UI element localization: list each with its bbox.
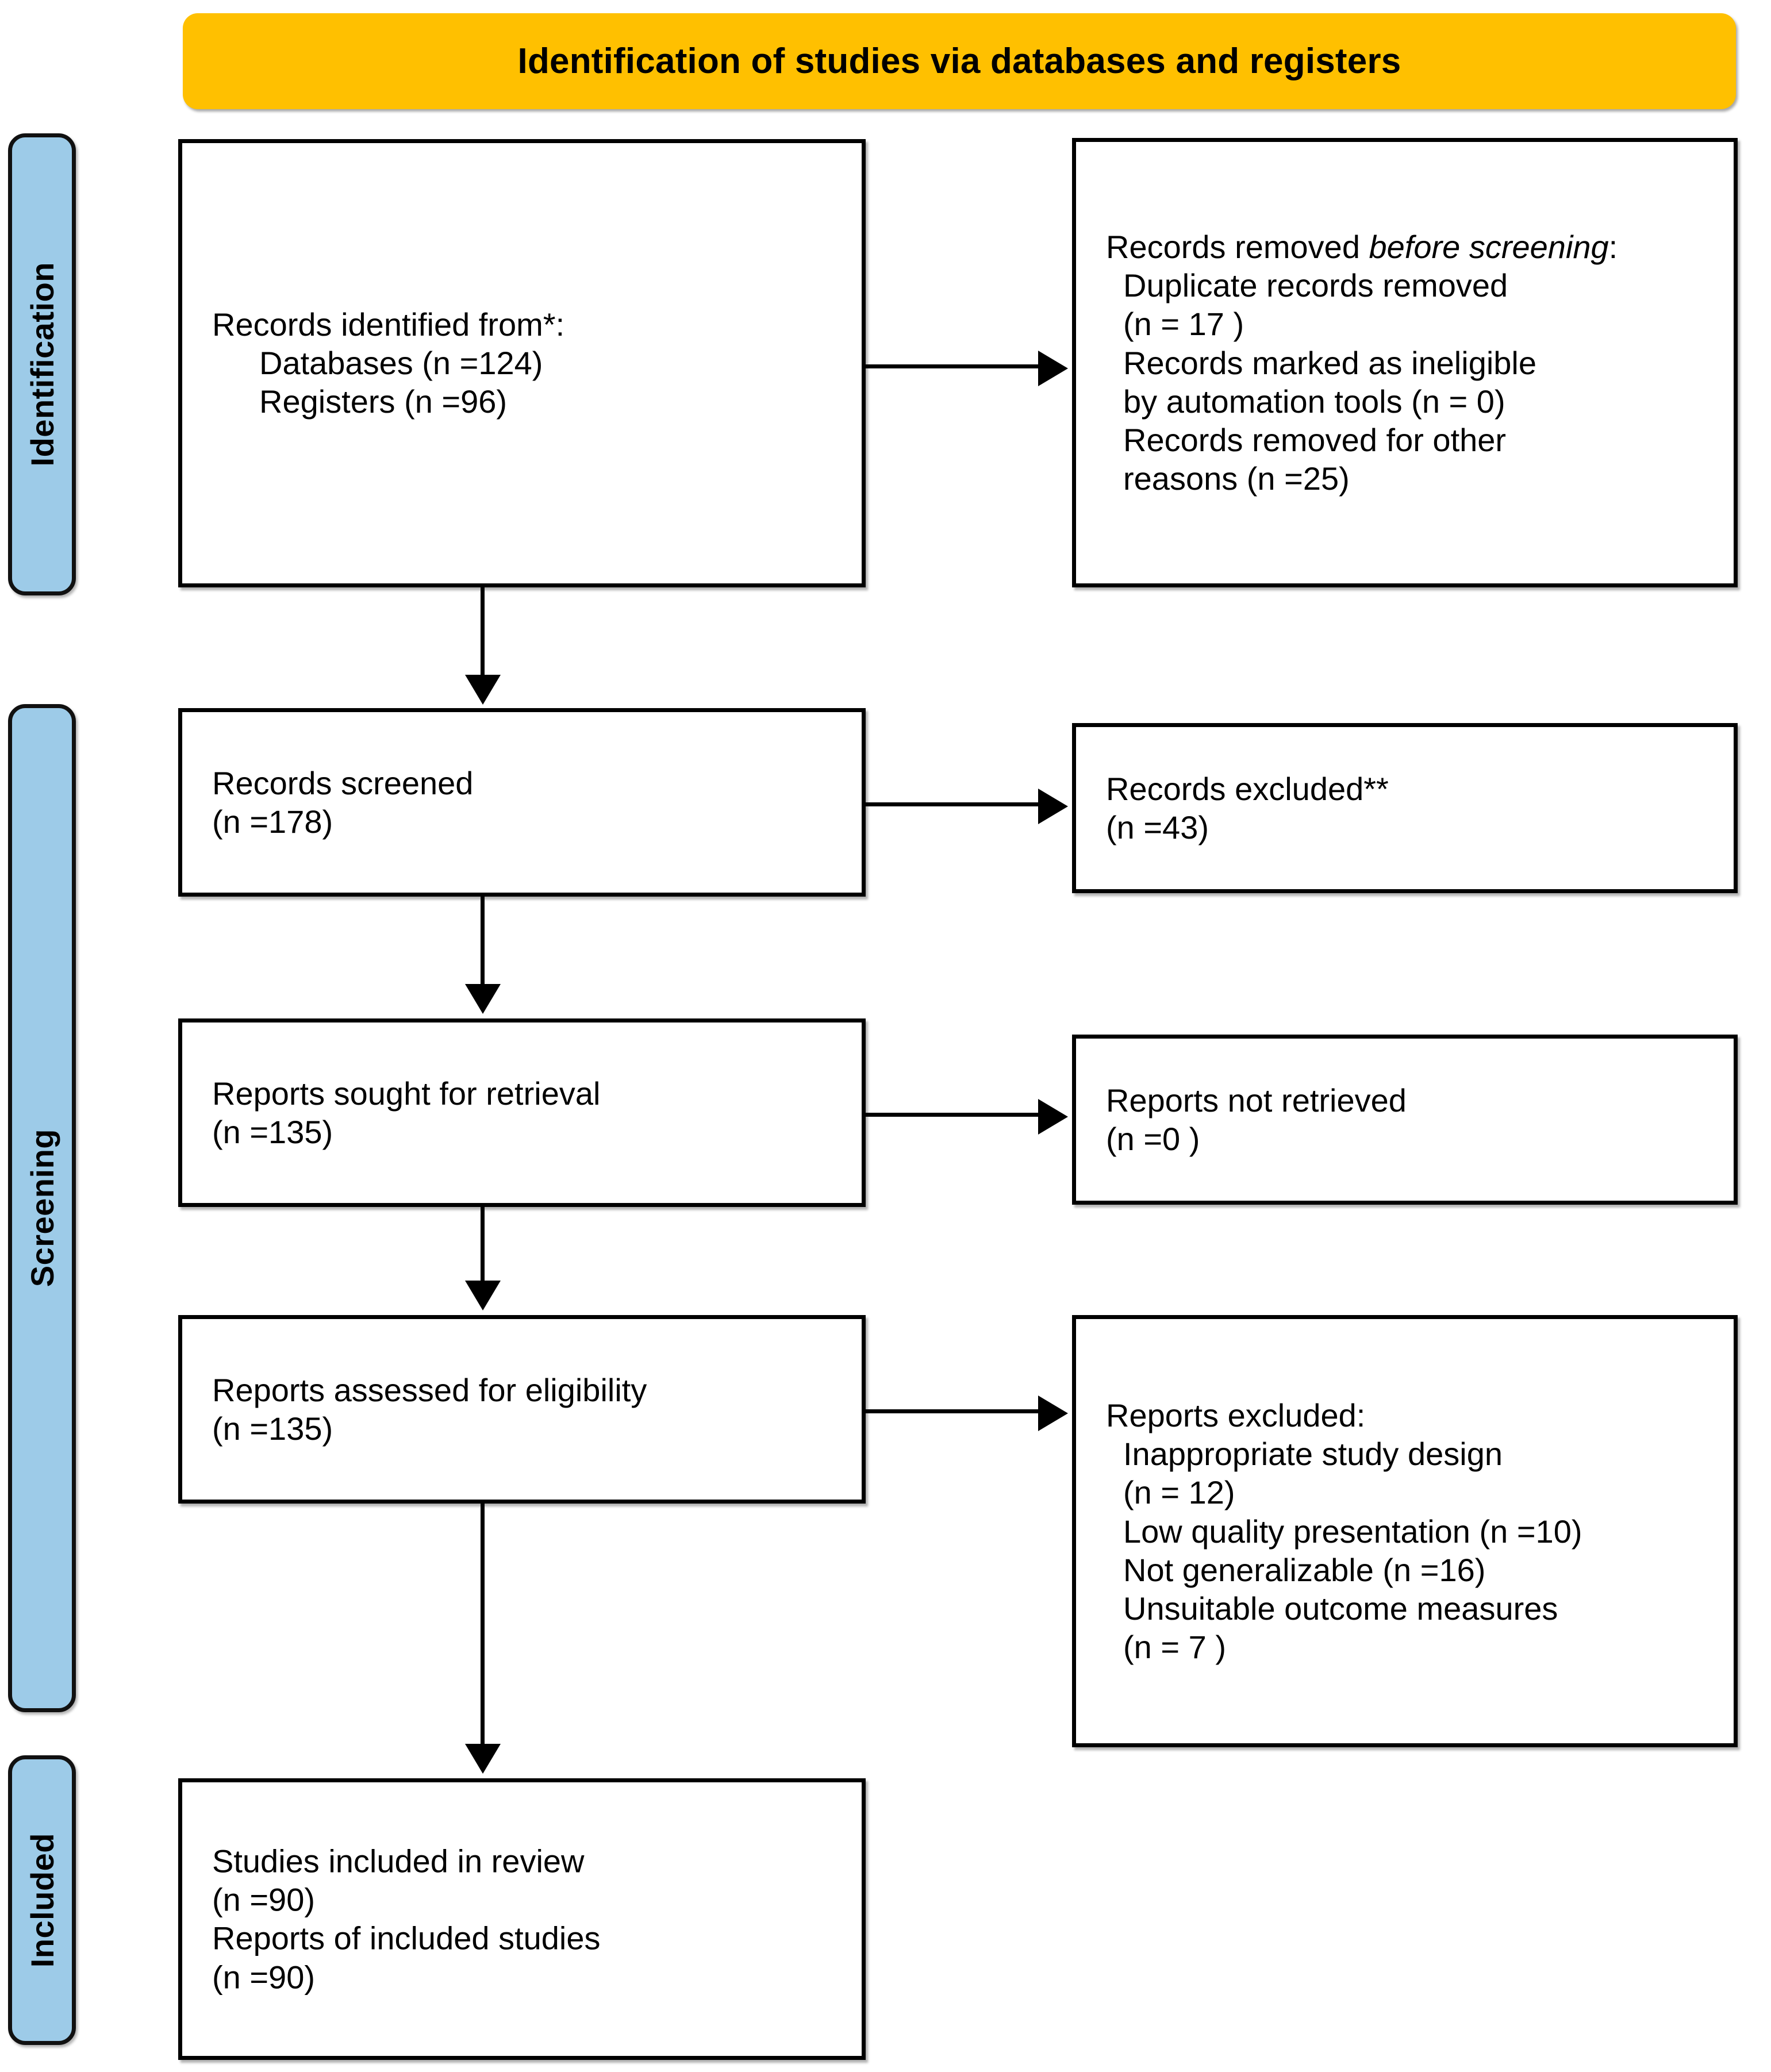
records-screened-n: (n =178) (212, 804, 333, 840)
reports-sought-n: (n =135) (212, 1114, 333, 1150)
stage-label-included-text: Included (24, 1832, 60, 1968)
records-removed-ineligible: Records marked as ineligible (1123, 344, 1537, 381)
records-removed-title: Records removed before screening: (1106, 228, 1714, 266)
reports-sought-title: Reports sought for retrieval (212, 1075, 601, 1112)
reports-not-retrieved-n: (n =0 ) (1106, 1121, 1200, 1157)
records-removed-other: Records removed for other (1123, 421, 1507, 458)
records-identified-title: Records identified from*: (212, 306, 565, 343)
box-studies-included: Studies included in review (n =90) Repor… (178, 1778, 866, 2060)
box-reports-excluded-reasons: Reports excluded: Inappropriate study de… (1072, 1315, 1738, 1747)
connector-sought-to-not-retrieved-arrowhead-icon (1038, 1099, 1068, 1135)
connector-assessed-to-reports-excluded-line (866, 1409, 1038, 1413)
records-removed-other-n: reasons (n =25) (1123, 460, 1350, 497)
reports-excluded-unsuitable-outcomes: Unsuitable outcome measures (1123, 1590, 1558, 1627)
box-records-removed-before-screening: Records removed before screening: Duplic… (1072, 138, 1738, 587)
records-removed-title-a: Records removed (1106, 228, 1369, 265)
stage-label-screening: Screening (8, 704, 76, 1712)
box-records-screened: Records screened (n =178) (178, 708, 866, 897)
connector-sought-to-assessed-line (481, 1207, 485, 1281)
diagram-header-banner: Identification of studies via databases … (183, 13, 1736, 109)
connector-assessed-to-included-arrowhead-icon (465, 1744, 501, 1774)
reports-excluded-unsuitable-outcomes-n: (n = 7 ) (1123, 1628, 1226, 1665)
connector-identified-to-removed-arrowhead-icon (1038, 351, 1068, 386)
connector-sought-to-assessed-arrowhead-icon (465, 1281, 501, 1310)
connector-screened-to-sought-line (481, 897, 485, 984)
records-removed-title-italic: before screening (1369, 228, 1609, 265)
stage-label-included: Included (8, 1755, 76, 2045)
page-title: Identification of studies via databases … (517, 41, 1401, 81)
connector-identified-to-screened-arrowhead-icon (465, 675, 501, 705)
reports-assessed-title: Reports assessed for eligibility (212, 1371, 647, 1408)
records-excluded-title: Records excluded** (1106, 770, 1389, 807)
studies-included-title: Studies included in review (212, 1843, 585, 1879)
reports-excluded-design: Inappropriate study design (1123, 1436, 1503, 1473)
connector-screened-to-excluded-line (866, 802, 1038, 806)
stage-label-identification: Identification (8, 133, 76, 595)
connector-identified-to-screened-line (481, 587, 485, 675)
reports-excluded-low-quality: Low quality presentation (n =10) (1123, 1513, 1582, 1550)
connector-screened-to-sought-arrowhead-icon (465, 984, 501, 1014)
reports-not-retrieved-title: Reports not retrieved (1106, 1082, 1407, 1118)
box-reports-not-retrieved: Reports not retrieved (n =0 ) (1072, 1035, 1738, 1205)
connector-identified-to-removed-line (866, 364, 1038, 368)
connector-assessed-to-included-line (481, 1504, 485, 1744)
records-identified-registers: Registers (n =96) (259, 383, 508, 420)
box-reports-assessed-for-eligibility: Reports assessed for eligibility (n =135… (178, 1315, 866, 1504)
studies-included-n: (n =90) (212, 1881, 315, 1918)
connector-sought-to-not-retrieved-line (866, 1113, 1038, 1117)
records-identified-databases: Databases (n =124) (259, 345, 543, 382)
reports-included-title: Reports of included studies (212, 1920, 601, 1956)
box-reports-sought-for-retrieval: Reports sought for retrieval (n =135) (178, 1018, 866, 1207)
box-records-excluded: Records excluded** (n =43) (1072, 723, 1738, 893)
reports-included-n: (n =90) (212, 1959, 315, 1996)
connector-screened-to-excluded-arrowhead-icon (1038, 789, 1068, 824)
records-removed-duplicates-n: (n = 17 ) (1123, 306, 1244, 343)
reports-excluded-design-n: (n = 12) (1123, 1474, 1235, 1511)
records-removed-title-c: : (1608, 228, 1618, 265)
records-excluded-n: (n =43) (1106, 809, 1209, 845)
reports-excluded-title: Reports excluded: (1106, 1397, 1366, 1433)
stage-label-screening-text: Screening (24, 1129, 60, 1287)
stage-label-identification-text: Identification (24, 262, 60, 467)
records-removed-automation-n: by automation tools (n = 0) (1123, 383, 1505, 420)
box-records-identified: Records identified from*: Databases (n =… (178, 139, 866, 587)
records-removed-duplicates: Duplicate records removed (1123, 267, 1508, 304)
reports-excluded-not-generalizable: Not generalizable (n =16) (1123, 1551, 1486, 1588)
reports-assessed-n: (n =135) (212, 1410, 333, 1447)
connector-assessed-to-reports-excluded-arrowhead-icon (1038, 1396, 1068, 1431)
records-screened-title: Records screened (212, 764, 474, 801)
